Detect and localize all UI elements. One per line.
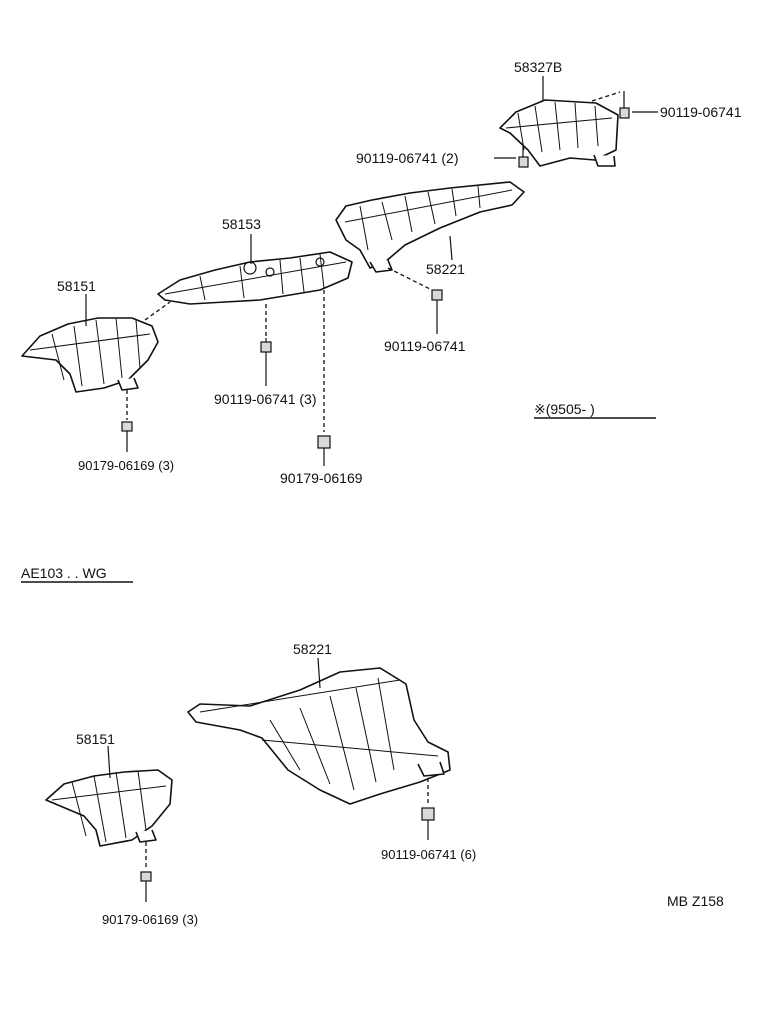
label-bolt-90119-06741-qty3: 90119-06741 (3) bbox=[214, 391, 316, 407]
label-nut-90179-06169-qty3-bottom: 90179-06169 (3) bbox=[102, 912, 198, 927]
diagram-reference-code: MB Z158 bbox=[667, 893, 724, 909]
bolt-icon bbox=[518, 145, 529, 168]
heat-insulator-58151-top bbox=[21, 317, 159, 393]
label-bolt-90119-06741-qty2: 90119-06741 (2) bbox=[356, 150, 458, 166]
label-58151-bottom: 58151 bbox=[76, 731, 115, 747]
label-bolt-90119-06741-qty6: 90119-06741 (6) bbox=[381, 847, 476, 862]
label-bolt-90119-06741-top-right: 90119-06741 bbox=[660, 104, 742, 120]
nut-icon bbox=[140, 871, 152, 902]
bolt-icon bbox=[260, 338, 272, 386]
bolt-icon bbox=[421, 807, 435, 840]
label-nut-90179-06169-58153: 90179-06169 bbox=[280, 470, 363, 486]
label-bolt-90119-06741-58221: 90119-06741 bbox=[384, 338, 466, 354]
label-58153: 58153 bbox=[222, 216, 261, 232]
label-58151-top: 58151 bbox=[57, 278, 96, 294]
variant-heading: AE103 . . WG bbox=[21, 565, 107, 581]
heat-insulator-58221 bbox=[335, 181, 525, 273]
label-58221-top: 58221 bbox=[426, 261, 465, 277]
heat-insulator-58327b bbox=[499, 99, 619, 167]
bolt-icon bbox=[431, 289, 443, 334]
heat-insulator-58221-bottom bbox=[187, 667, 451, 805]
label-58221-bottom: 58221 bbox=[293, 641, 332, 657]
applicability-note: ※(9505- ) bbox=[534, 401, 595, 417]
nut-icon bbox=[317, 435, 331, 466]
nut-icon bbox=[121, 421, 133, 452]
label-58327b: 58327B bbox=[514, 59, 562, 75]
bolt-icon bbox=[619, 91, 630, 119]
heat-insulator-58153 bbox=[157, 251, 353, 305]
label-nut-90179-06169-qty3-top: 90179-06169 (3) bbox=[78, 458, 174, 473]
heat-insulator-58151-bottom bbox=[45, 769, 173, 847]
